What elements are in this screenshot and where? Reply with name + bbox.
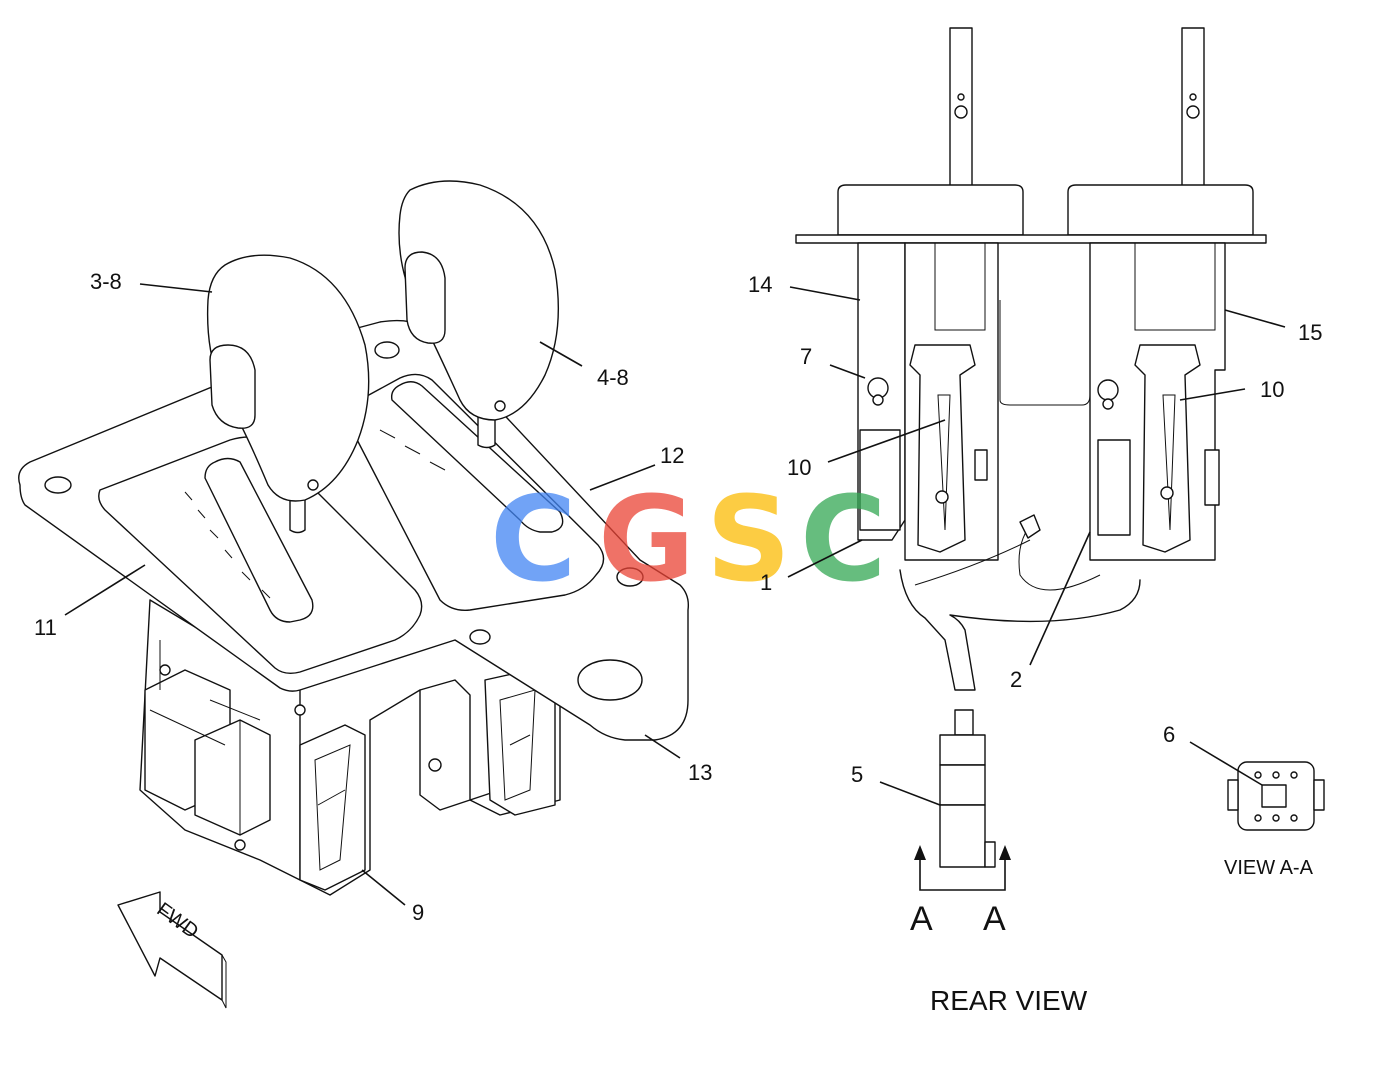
connector-6-face — [1227, 761, 1325, 831]
plate-hole-3 — [616, 567, 644, 587]
section-line-aa — [919, 855, 1006, 891]
callout-9: 9 — [412, 900, 424, 925]
plate-hole-4 — [469, 629, 491, 645]
callout-1: 1 — [760, 570, 772, 595]
callout-7: 7 — [800, 344, 812, 369]
lever-knob-left — [209, 344, 256, 429]
watermark: C G S C — [490, 470, 887, 608]
callout-10-right: 10 — [1260, 377, 1284, 402]
top-housing-left — [837, 184, 1024, 236]
leader-lines — [64, 283, 1286, 906]
rear-view-label: REAR VIEW — [930, 985, 1088, 1016]
callout-14: 14 — [748, 272, 772, 297]
callout-2: 2 — [1010, 667, 1022, 692]
view-aa-label: VIEW A-A — [1224, 857, 1314, 879]
connector-block — [194, 719, 271, 836]
gate-slot-right — [390, 381, 564, 533]
connector-wires — [954, 709, 974, 736]
callout-5: 5 — [851, 762, 863, 787]
callout-3-8: 3-8 — [90, 269, 122, 294]
callout-4-8: 4-8 — [597, 365, 629, 390]
sensor-1 — [859, 429, 901, 531]
gate-slot-left — [204, 457, 314, 623]
mounting-plate-rear — [795, 234, 1267, 244]
switch-lever-left — [909, 344, 976, 553]
callout-10-left: 10 — [787, 455, 811, 480]
plate-hole-1 — [44, 476, 72, 494]
lever-handle-right — [398, 180, 560, 421]
callout-11: 11 — [34, 615, 57, 640]
lever-knob-right — [404, 251, 446, 344]
control-assembly-iso — [18, 180, 690, 896]
connector-5-body — [939, 764, 986, 806]
watermark-letter-s: S — [706, 470, 791, 608]
cam-switch-mid — [419, 679, 471, 811]
callout-12: 12 — [660, 443, 684, 468]
switch-lever-right — [1134, 344, 1201, 553]
lever-handle-left — [206, 254, 370, 502]
watermark-letter-c2: C — [800, 470, 887, 608]
wire-harness — [899, 569, 1141, 691]
sensor-2 — [1097, 439, 1131, 536]
rear-view-assembly — [795, 27, 1325, 891]
connector-5-base — [939, 804, 986, 868]
connector-5-top — [939, 734, 986, 766]
plate-hole-2 — [374, 341, 400, 359]
cam-switch-left — [299, 724, 366, 891]
callouts: 3-8 4-8 12 11 13 9 14 15 7 10 10 1 2 5 6 — [34, 269, 1322, 925]
watermark-letter-c1: C — [490, 470, 577, 608]
top-housing-right — [1067, 184, 1254, 236]
fwd-arrow: FWD — [117, 891, 227, 1009]
section-label-a-left: A — [910, 900, 933, 938]
plate-hole-large — [577, 659, 643, 701]
callout-13: 13 — [688, 760, 712, 785]
callout-15: 15 — [1298, 320, 1322, 345]
watermark-letter-g: G — [598, 470, 695, 608]
section-label-a-right: A — [983, 900, 1006, 938]
callout-6: 6 — [1163, 722, 1175, 747]
